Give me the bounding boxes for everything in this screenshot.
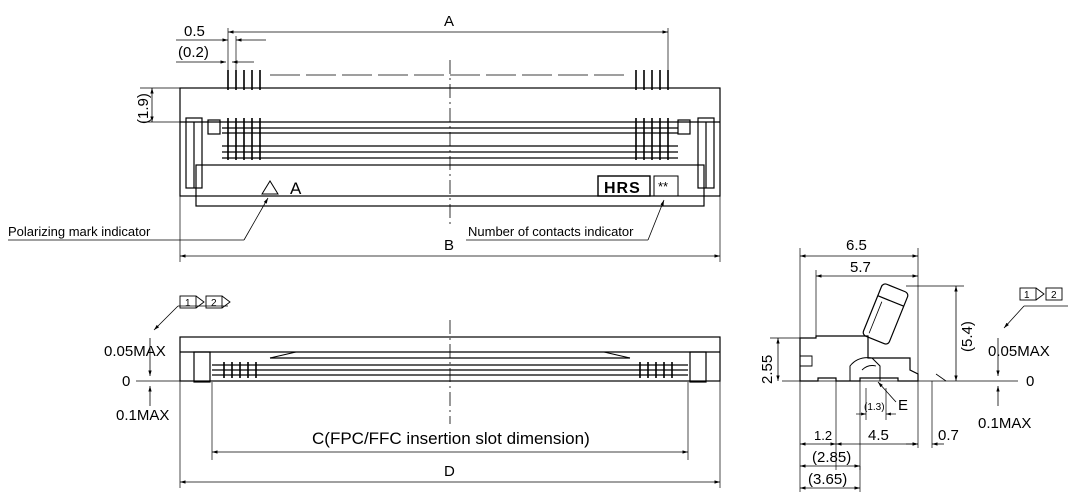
actuator-lever — [862, 283, 909, 345]
side-body — [799, 335, 919, 382]
top-housing-outline — [179, 87, 721, 197]
top-contacts-left — [227, 70, 261, 160]
count-mark-box — [653, 175, 679, 197]
polarizing-triangle — [261, 180, 279, 195]
front-tol-minus: 0.1MAX — [116, 407, 169, 424]
dim-d-label: D — [444, 463, 455, 480]
side-dim-65: 6.5 — [846, 237, 867, 254]
side-dim-285: (2.85) — [812, 449, 851, 466]
side-dim-13: (1.3) — [864, 402, 885, 413]
dim-height-label: (1.9) — [135, 93, 152, 124]
top-body — [195, 164, 705, 207]
polarizing-label: Polarizing mark indicator — [8, 224, 151, 239]
side-dim-12: 1.2 — [814, 428, 832, 443]
front-contacts-left — [223, 362, 257, 378]
front-note-2: 2 — [211, 298, 217, 309]
front-tol-plus: 0.05MAX — [104, 343, 166, 360]
dim-pitch-label: 0.5 — [184, 23, 205, 40]
front-note-1: 1 — [185, 298, 191, 309]
top-view — [8, 28, 721, 262]
side-dim-57: 5.7 — [850, 259, 871, 276]
side-dim-07: 0.7 — [938, 427, 959, 444]
front-tol-zero: 0 — [122, 373, 130, 390]
hrs-logo-text: HRS — [604, 180, 641, 197]
mark-a-label: A — [290, 179, 302, 198]
count-mark-text: ** — [658, 179, 668, 194]
front-housing-outline — [179, 336, 721, 382]
side-tol-minus: 0.1MAX — [978, 415, 1031, 432]
side-tol-zero: 0 — [1026, 373, 1034, 390]
front-contacts-right — [639, 362, 673, 378]
dim-a-label: A — [444, 13, 454, 30]
side-label-e: E — [898, 397, 908, 414]
side-dim-365: (3.65) — [808, 471, 847, 488]
dim-pitch-sub-label: (0.2) — [178, 44, 209, 61]
top-contacts-right — [635, 70, 669, 160]
side-dim-54: (5.4) — [959, 321, 976, 352]
side-dim-255: 2.55 — [759, 355, 776, 384]
hrs-logo — [597, 175, 651, 197]
contacts-label: Number of contacts indicator — [468, 224, 634, 239]
side-tol-plus: 0.05MAX — [988, 343, 1050, 360]
side-view — [770, 248, 1068, 492]
side-note-2: 2 — [1051, 290, 1057, 301]
dim-c-label: C(FPC/FFC insertion slot dimension) — [312, 429, 590, 448]
dim-b-label: B — [444, 237, 454, 254]
side-dim-45: 4.5 — [868, 427, 889, 444]
side-note-1: 1 — [1024, 290, 1030, 301]
front-view — [136, 295, 721, 488]
